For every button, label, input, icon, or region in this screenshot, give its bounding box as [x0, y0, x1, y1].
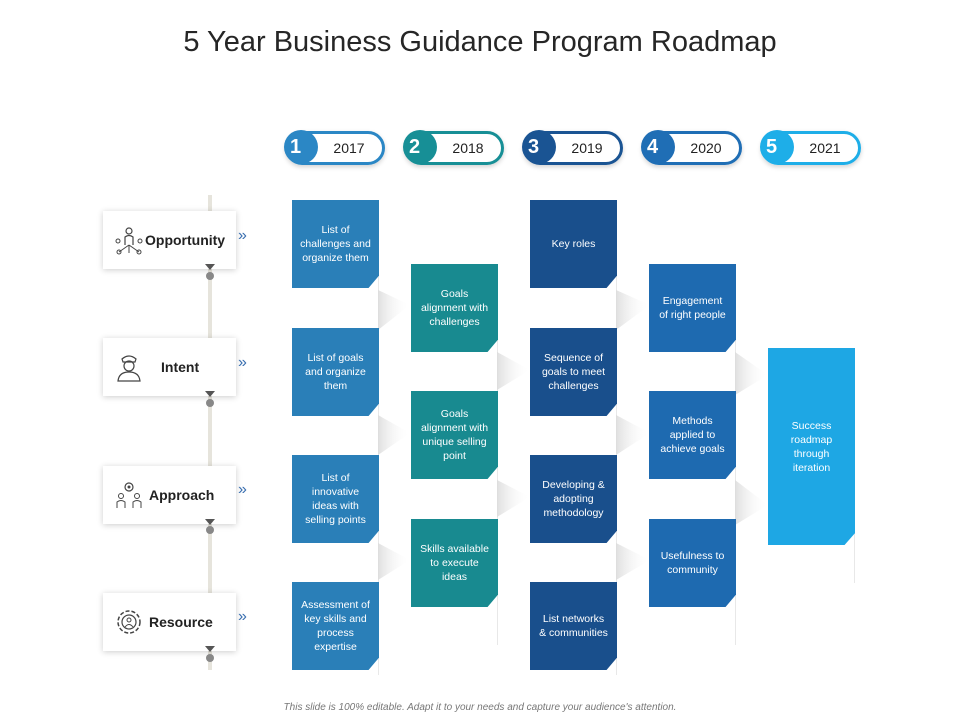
chevron-right-icon: »: [238, 227, 247, 244]
team-gear-icon: [116, 482, 142, 508]
year-label-4: 2020: [690, 140, 722, 156]
roadmap-box-2021-1: Success roadmap through iteration: [768, 348, 855, 545]
footer-note: This slide is 100% editable. Adapt it to…: [283, 702, 677, 713]
row-label-approach: Approach: [149, 487, 215, 503]
year-pill-3: 3 2019: [522, 130, 623, 165]
roadmap-box-2017-3: List of innovative ideas with selling po…: [292, 455, 379, 543]
year-pill-2: 2 2018: [403, 130, 504, 165]
row-card-resource: Resource: [103, 593, 236, 652]
rail-dot: [206, 654, 214, 662]
year-number-5: 5: [760, 130, 794, 164]
year-pill-1: 1 2017: [284, 130, 385, 165]
year-number-2: 2: [403, 130, 437, 164]
year-number-4: 4: [641, 130, 675, 164]
year-label-5: 2021: [809, 140, 841, 156]
chevron-right-icon: »: [238, 481, 247, 498]
row-card-approach: Approach: [103, 466, 236, 525]
row-label-resource: Resource: [149, 614, 213, 630]
caret-down-icon: [205, 264, 215, 270]
roadmap-box-2019-3: Developing & adopting methodology: [530, 455, 617, 543]
row-card-intent: Intent: [103, 338, 236, 397]
roadmap-box-2019-4: List networks & communities: [530, 582, 617, 670]
roadmap-box-2018-1: Goals alignment with challenges: [411, 264, 498, 352]
caret-down-icon: [205, 646, 215, 652]
roadmap-box-2020-2: Methods applied to achieve goals: [649, 391, 736, 479]
roadmap-box-2017-2: List of goals and organize them: [292, 328, 379, 416]
roadmap-box-2019-2: Sequence of goals to meet challenges: [530, 328, 617, 416]
year-pill-4: 4 2020: [641, 130, 742, 165]
roadmap-box-2017-4: Assessment of key skills and process exp…: [292, 582, 379, 670]
chevron-right-icon: »: [238, 354, 247, 371]
roadmap-box-2020-3: Usefulness to community: [649, 519, 736, 607]
roadmap-box-2018-3: Skills available to execute ideas: [411, 519, 498, 607]
year-number-1: 1: [284, 130, 318, 164]
caret-down-icon: [205, 519, 215, 525]
year-number-3: 3: [522, 130, 556, 164]
year-label-3: 2019: [571, 140, 603, 156]
year-pill-5: 5 2021: [760, 130, 861, 165]
roadmap-box-2020-1: Engagement of right people: [649, 264, 736, 352]
timeline-rail: [208, 195, 212, 670]
caret-down-icon: [205, 391, 215, 397]
row-card-opportunity: Opportunity: [103, 211, 236, 270]
page-title: 5 Year Business Guidance Program Roadmap: [183, 26, 777, 58]
roadmap-box-2018-2: Goals alignment with unique selling poin…: [411, 391, 498, 479]
year-label-2: 2018: [452, 140, 484, 156]
row-label-opportunity: Opportunity: [145, 232, 226, 248]
roadmap-box-2019-1: Key roles: [530, 200, 617, 288]
rail-dot: [206, 399, 214, 407]
chevron-right-icon: »: [238, 608, 247, 625]
officer-icon: [117, 355, 141, 382]
network-person-icon: [115, 227, 143, 255]
rail-dot: [206, 272, 214, 280]
row-label-intent: Intent: [161, 359, 200, 375]
gear-person-icon: [117, 610, 141, 634]
rail-dot: [206, 526, 214, 534]
roadmap-box-2017-1: List of challenges and organize them: [292, 200, 379, 288]
year-label-1: 2017: [333, 140, 365, 156]
